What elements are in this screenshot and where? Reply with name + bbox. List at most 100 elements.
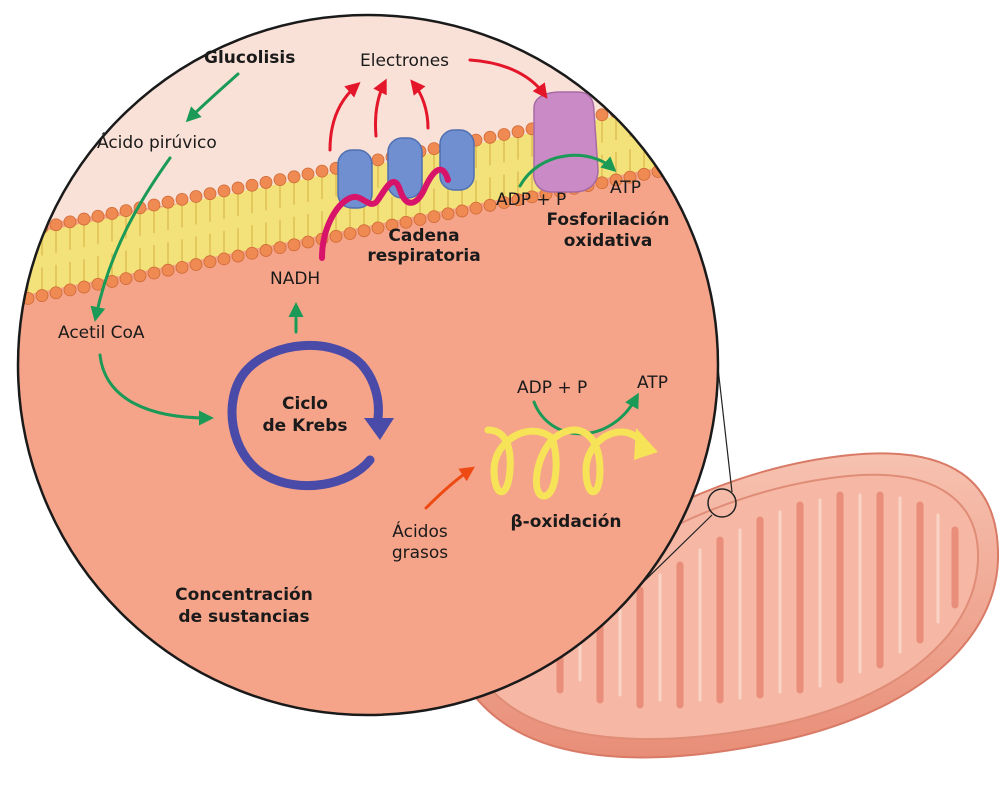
lipid-head	[707, 85, 718, 99]
lipid-head	[49, 286, 63, 300]
arrow-electron	[328, 82, 361, 152]
lipid-head	[483, 198, 497, 212]
label-adp-p-beta: ADP + P	[517, 378, 587, 398]
protein-complex	[387, 137, 423, 199]
label-fosforilacion: Fosforilación	[547, 210, 670, 230]
lipid-head	[63, 283, 77, 297]
lipid-head	[623, 102, 637, 116]
label-atp-beta: ATP	[637, 373, 668, 393]
lipid-head	[175, 192, 189, 206]
lipid-head	[707, 153, 718, 167]
lipid-head	[497, 196, 511, 209]
lipid-head	[287, 170, 301, 184]
label-concentracion: Concentración	[175, 585, 313, 605]
lipid-head	[203, 187, 217, 201]
arrow-glucolisis-to-piruvico	[185, 72, 240, 123]
lipid-head	[287, 238, 301, 252]
label-atp-top: ATP	[610, 178, 641, 198]
lipid-head	[0, 230, 6, 242]
label-adp-p-top: ADP + P	[496, 190, 566, 210]
cristae	[556, 491, 959, 709]
lipid-head	[77, 280, 91, 294]
lipid-head	[329, 229, 343, 243]
lipid-head	[525, 190, 539, 204]
label-cadena: Cadena	[388, 226, 459, 246]
label-sustancias: de sustancias	[178, 607, 309, 627]
respiratory-chain-proteins	[319, 129, 475, 261]
protein-complex	[337, 149, 373, 209]
lipid-head	[623, 170, 637, 184]
lipid-head	[63, 215, 77, 229]
arrow-acidos-to-beta	[424, 466, 475, 510]
lipid-head	[77, 212, 91, 226]
lipid-head	[343, 227, 357, 240]
atp-synthase	[532, 91, 599, 193]
lipid-head	[21, 223, 35, 237]
arrow-electrones-to-synthase	[468, 58, 548, 99]
lipid-head	[217, 184, 231, 198]
labels: Glucolisis Ácido pirúvico Acetil CoA Ele…	[58, 48, 670, 627]
krebs-cycle-arrowhead	[364, 418, 394, 440]
beta-spiral-coil	[484, 426, 644, 500]
lipid-head	[665, 94, 679, 108]
lipid-head	[399, 215, 413, 229]
lipid-head	[105, 207, 119, 220]
lipid-head	[49, 218, 63, 232]
lipid-head	[231, 181, 245, 195]
arrow-adp-to-atp-top	[518, 153, 617, 188]
lipid-head	[651, 97, 665, 110]
label-electrones: Electrones	[360, 51, 449, 71]
lipid-head	[259, 244, 273, 257]
lipid-head	[637, 99, 651, 113]
lipid-head	[119, 272, 133, 286]
label-glucolisis: Glucolisis	[204, 48, 295, 68]
label-nadh: NADH	[270, 269, 320, 289]
lipid-head	[18, 294, 21, 308]
label-acido-piruvico: Ácido pirúvico	[97, 131, 217, 153]
lipid-head	[511, 125, 525, 139]
arrow-acetilcoa-to-krebs	[98, 353, 214, 426]
lipid-head	[665, 162, 679, 176]
krebs-cycle	[227, 340, 394, 491]
protein-complex	[439, 129, 475, 191]
lipid-head	[245, 178, 259, 192]
lipid-head	[175, 260, 189, 274]
arrow-electron	[373, 78, 387, 138]
zoom-source-circle	[707, 488, 737, 518]
lipid-head	[301, 167, 315, 181]
lipid-head	[301, 235, 315, 249]
lipid-head	[722, 151, 734, 163]
label-beta-oxidacion: β-oxidación	[510, 512, 621, 532]
beta-spiral-arrowhead	[634, 428, 658, 460]
label-acetil-coa: Acetil CoA	[58, 323, 145, 343]
lipid-head	[147, 198, 161, 212]
lipid-head	[637, 167, 651, 181]
lipid-head	[203, 255, 217, 269]
lipid-head	[427, 210, 441, 223]
beta-oxidation-spiral	[484, 426, 658, 500]
lipid-head	[245, 246, 259, 260]
lipid-head	[231, 249, 245, 263]
lipid-head	[35, 289, 49, 302]
label-de-krebs: de Krebs	[263, 416, 348, 436]
lipid-head	[413, 213, 427, 226]
zoom-line	[717, 367, 733, 493]
lipid-head	[455, 204, 469, 218]
lipid-head	[217, 252, 231, 266]
lipid-head	[427, 142, 441, 155]
lipid-head	[91, 209, 105, 223]
lipid-head	[371, 153, 385, 167]
mitochondrion-illustration	[468, 367, 1000, 759]
electron-carrier-chain	[319, 166, 451, 261]
lipid-head	[511, 193, 525, 207]
lipid-head	[595, 108, 609, 122]
lipid-head	[161, 195, 175, 209]
label-ciclo: Ciclo	[282, 394, 328, 414]
label-oxidativa: oxidativa	[564, 231, 653, 251]
lipid-head	[315, 164, 329, 178]
arrow-piruvico-to-acetilcoa	[90, 156, 172, 322]
label-grasos: grasos	[392, 543, 448, 563]
lipid-head	[371, 221, 385, 235]
lipid-head	[119, 204, 133, 218]
